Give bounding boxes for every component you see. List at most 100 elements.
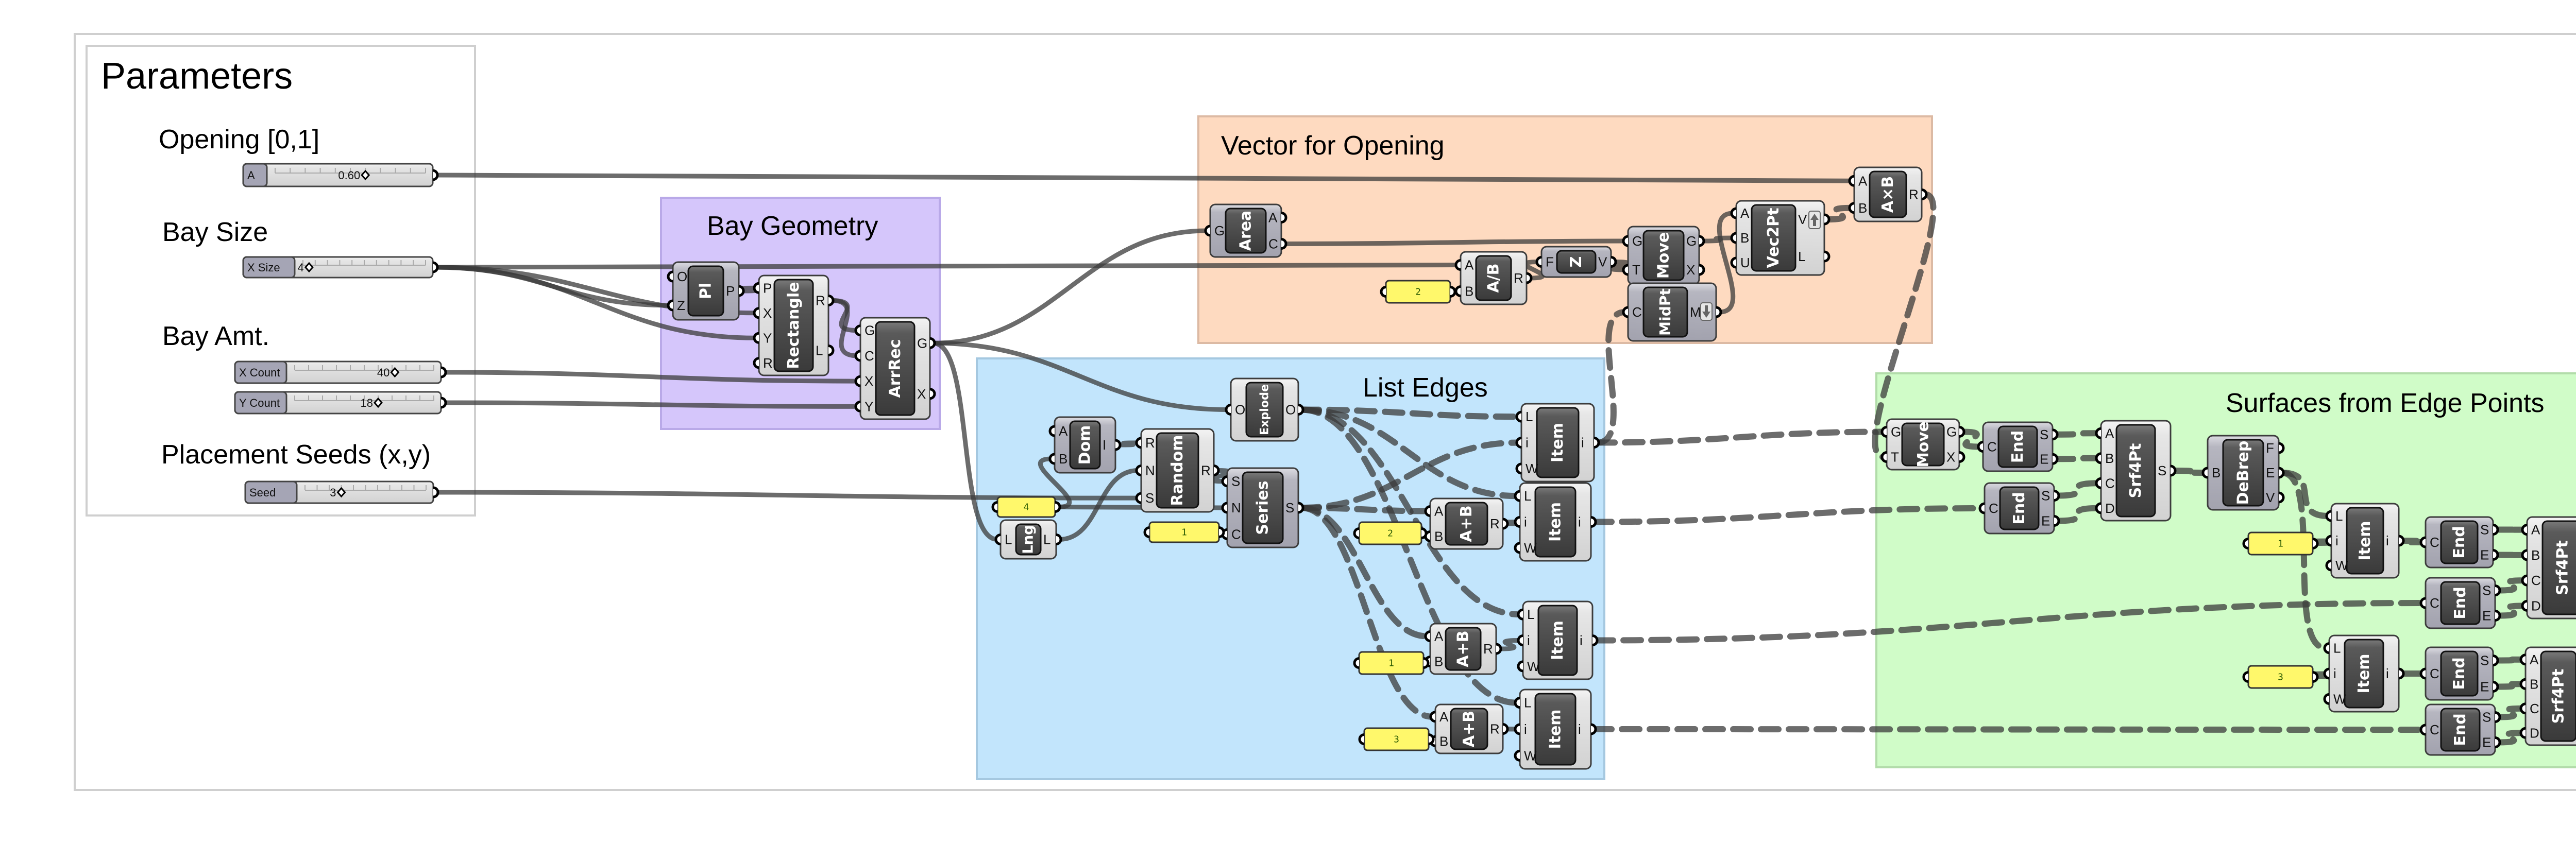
input-port-t[interactable]: T [1632, 262, 1640, 278]
wire[interactable] [2493, 656, 2526, 664]
input-port-g[interactable]: G [1632, 233, 1642, 249]
wire[interactable] [1298, 505, 1435, 720]
output-port-r[interactable]: R [1490, 721, 1500, 737]
wire[interactable] [1298, 505, 1430, 514]
input-port-l[interactable]: L [1005, 532, 1012, 547]
input-port-b[interactable]: B [1740, 230, 1749, 246]
input-port-a[interactable]: A [1465, 257, 1474, 273]
output-port-s[interactable]: S [2040, 427, 2048, 442]
number-panel[interactable]: 3 [1358, 727, 1435, 751]
input-port-w[interactable]: W [1526, 461, 1538, 476]
input-port-a[interactable]: A [1434, 629, 1444, 644]
output-port-v[interactable]: V [1798, 212, 1807, 227]
output-port-f[interactable]: F [2266, 440, 2274, 456]
input-port-i[interactable]: i [2333, 666, 2336, 681]
number-panel[interactable]: 4 [991, 496, 1061, 518]
output-port-s[interactable]: S [2482, 583, 2491, 598]
wire[interactable] [739, 285, 758, 294]
wire[interactable] [2493, 681, 2526, 690]
wire[interactable] [1594, 309, 1628, 446]
wire[interactable] [2495, 730, 2526, 746]
output-port-l[interactable]: L [816, 343, 823, 358]
wire[interactable] [2399, 538, 2426, 545]
input-port-s[interactable]: S [1145, 490, 1154, 506]
output-port-l[interactable]: L [1043, 532, 1050, 547]
input-port-i[interactable]: i [1524, 514, 1527, 530]
number-panel[interactable]: 3 [2242, 665, 2319, 689]
wire[interactable] [1497, 638, 1522, 651]
wire[interactable] [433, 263, 1460, 270]
output-port-o[interactable]: O [1285, 402, 1296, 418]
input-port-a[interactable]: A [1858, 173, 1868, 188]
number-panel[interactable]: 1 [1353, 651, 1430, 675]
input-port-a[interactable]: A [1439, 709, 1449, 725]
slider-grip[interactable] [336, 487, 346, 498]
input-port-u[interactable]: U [1740, 255, 1750, 270]
slider-grip[interactable] [374, 397, 383, 408]
input-port-w[interactable]: W [2335, 558, 2348, 573]
input-port-c[interactable]: C [2531, 573, 2541, 588]
output-port-x[interactable]: X [1946, 450, 1955, 465]
wire[interactable] [1594, 428, 1887, 446]
input-port-a[interactable]: A [2530, 652, 2539, 667]
input-port-a[interactable]: A [1740, 205, 1750, 221]
output-port-e[interactable]: E [2480, 547, 2489, 563]
slider-grip[interactable] [390, 367, 400, 378]
output-port-i[interactable]: i [1580, 633, 1583, 648]
input-port-b[interactable]: B [1858, 200, 1867, 216]
input-port-o[interactable]: O [1235, 402, 1245, 418]
output-port-c[interactable]: C [1268, 236, 1278, 252]
output-port-s[interactable]: S [2480, 522, 2489, 538]
input-port-g[interactable]: G [1891, 424, 1901, 440]
input-port-b[interactable]: B [1439, 733, 1448, 749]
wire[interactable] [2495, 705, 2526, 720]
input-port-b[interactable]: B [1434, 654, 1443, 669]
input-port-b[interactable]: B [2530, 676, 2538, 692]
wire[interactable] [1872, 191, 1937, 460]
input-port-c[interactable]: C [1989, 501, 1998, 516]
number-panel[interactable]: 1 [1143, 521, 1225, 543]
input-port-c[interactable]: C [865, 348, 874, 364]
output-port-i[interactable]: i [2386, 666, 2389, 681]
wire[interactable] [1824, 204, 1854, 222]
input-port-s[interactable]: S [1231, 474, 1240, 489]
input-port-d[interactable]: D [2530, 725, 2539, 741]
output-port-i[interactable]: I [1103, 437, 1106, 453]
output-port-g[interactable]: G [1946, 424, 1957, 440]
wire[interactable] [442, 370, 860, 384]
input-port-w[interactable]: W [2333, 691, 2346, 707]
output-port-e[interactable]: E [2040, 451, 2048, 467]
output-port-i[interactable]: i [1581, 435, 1584, 451]
input-port-g[interactable]: G [1214, 223, 1225, 238]
input-port-c[interactable]: C [2105, 475, 2115, 491]
input-port-a[interactable]: A [1059, 423, 1068, 439]
output-port-e[interactable]: E [2266, 465, 2275, 480]
wire[interactable] [433, 265, 758, 340]
wire[interactable] [2053, 455, 2101, 462]
input-port-b[interactable]: B [2212, 465, 2221, 480]
output-port-v[interactable]: V [2266, 490, 2275, 505]
output-port-e[interactable]: E [2041, 513, 2050, 529]
wire[interactable] [2279, 470, 2329, 651]
input-port-c[interactable]: C [1987, 439, 1997, 455]
slider-grip[interactable] [304, 262, 314, 273]
output-port-i[interactable]: i [1578, 721, 1581, 737]
output-port-m[interactable]: M [1690, 304, 1701, 320]
input-port-n[interactable]: N [1231, 500, 1241, 515]
input-port-d[interactable]: D [2531, 598, 2541, 613]
